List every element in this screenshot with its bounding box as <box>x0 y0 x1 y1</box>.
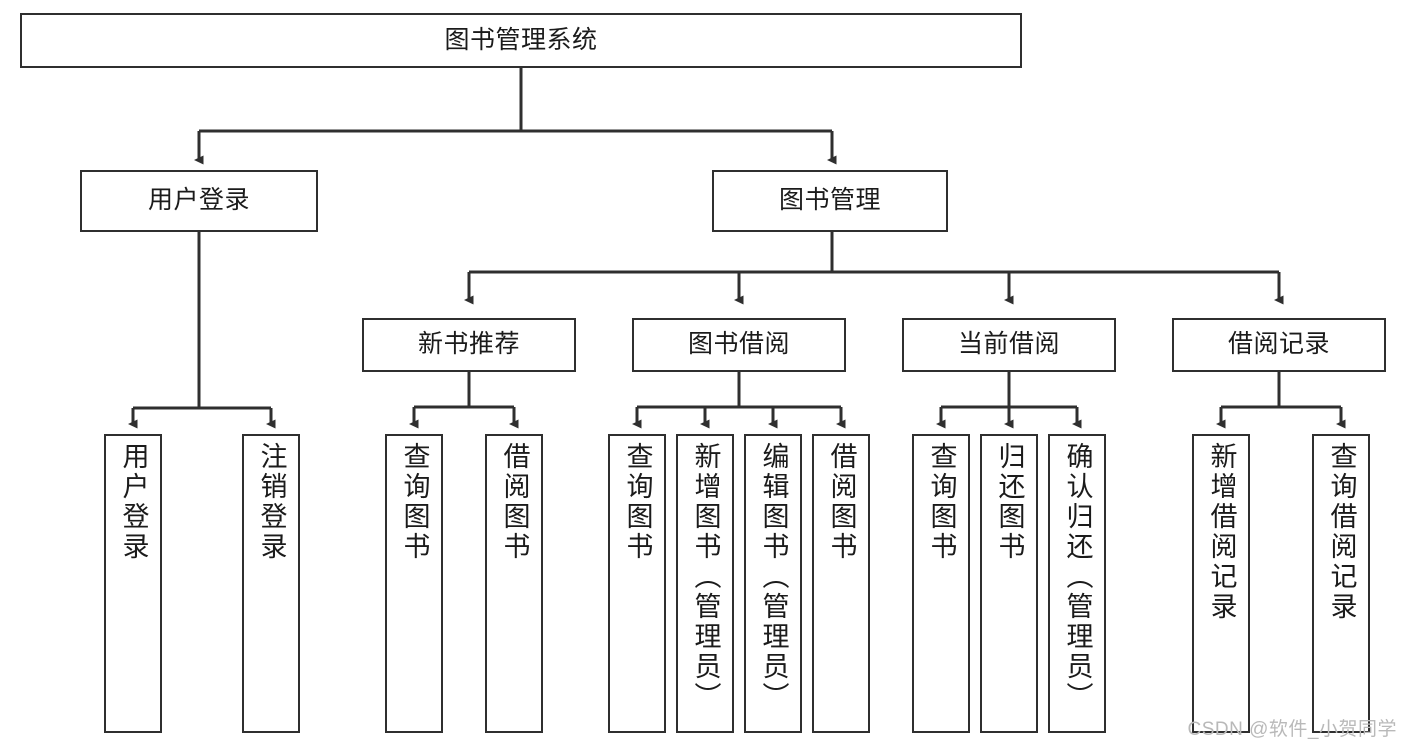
node-borrow-records[interactable]: 借阅记录 <box>1172 318 1386 372</box>
leaf-current-confirm-return-admin[interactable]: 确认归还（管理员） <box>1048 434 1106 733</box>
node-label: 查询图书 <box>399 442 430 562</box>
node-label: 借阅图书 <box>499 442 530 562</box>
node-label: 用户登录 <box>147 186 250 215</box>
node-label: 归还图书 <box>994 442 1025 562</box>
leaf-user-login[interactable]: 用户登录 <box>104 434 162 733</box>
node-label: 新增借阅记录 <box>1206 442 1237 622</box>
leaf-newbook-borrow-books[interactable]: 借阅图书 <box>485 434 543 733</box>
node-current-borrow[interactable]: 当前借阅 <box>902 318 1116 372</box>
leaf-borrow-lend-books[interactable]: 借阅图书 <box>812 434 870 733</box>
node-label: 新书推荐 <box>417 330 520 359</box>
node-label: 当前借阅 <box>957 330 1060 359</box>
node-label: 新增图书（管理员） <box>690 442 721 712</box>
node-label: 注销登录 <box>256 442 287 562</box>
node-book-borrow[interactable]: 图书借阅 <box>632 318 846 372</box>
leaf-records-query-borrow-record[interactable]: 查询借阅记录 <box>1312 434 1370 733</box>
node-label: 图书管理 <box>778 186 881 215</box>
node-root-book-management-system[interactable]: 图书管理系统 <box>20 13 1022 68</box>
node-label: 编辑图书（管理员） <box>758 442 789 712</box>
leaf-borrow-query-books[interactable]: 查询图书 <box>608 434 666 733</box>
node-user-login[interactable]: 用户登录 <box>80 170 318 232</box>
node-label: 借阅记录 <box>1227 330 1330 359</box>
node-label: 确认归还（管理员） <box>1062 442 1093 712</box>
node-label: 查询图书 <box>622 442 653 562</box>
node-label: 借阅图书 <box>826 442 857 562</box>
leaf-records-add-borrow-record[interactable]: 新增借阅记录 <box>1192 434 1250 733</box>
leaf-current-return-books[interactable]: 归还图书 <box>980 434 1038 733</box>
leaf-current-query-books[interactable]: 查询图书 <box>912 434 970 733</box>
node-label: 图书管理系统 <box>444 25 598 54</box>
node-label: 查询图书 <box>926 442 957 562</box>
node-new-book-recommend[interactable]: 新书推荐 <box>362 318 576 372</box>
node-label: 图书借阅 <box>687 330 790 359</box>
node-label: 查询借阅记录 <box>1326 442 1357 622</box>
node-book-management[interactable]: 图书管理 <box>712 170 948 232</box>
watermark-text: CSDN @软件_小贺同学 <box>1187 719 1397 740</box>
leaf-borrow-edit-book-admin[interactable]: 编辑图书（管理员） <box>744 434 802 733</box>
leaf-borrow-add-book-admin[interactable]: 新增图书（管理员） <box>676 434 734 733</box>
leaf-logout-login[interactable]: 注销登录 <box>242 434 300 733</box>
node-label: 用户登录 <box>118 442 149 562</box>
leaf-newbook-query-books[interactable]: 查询图书 <box>385 434 443 733</box>
